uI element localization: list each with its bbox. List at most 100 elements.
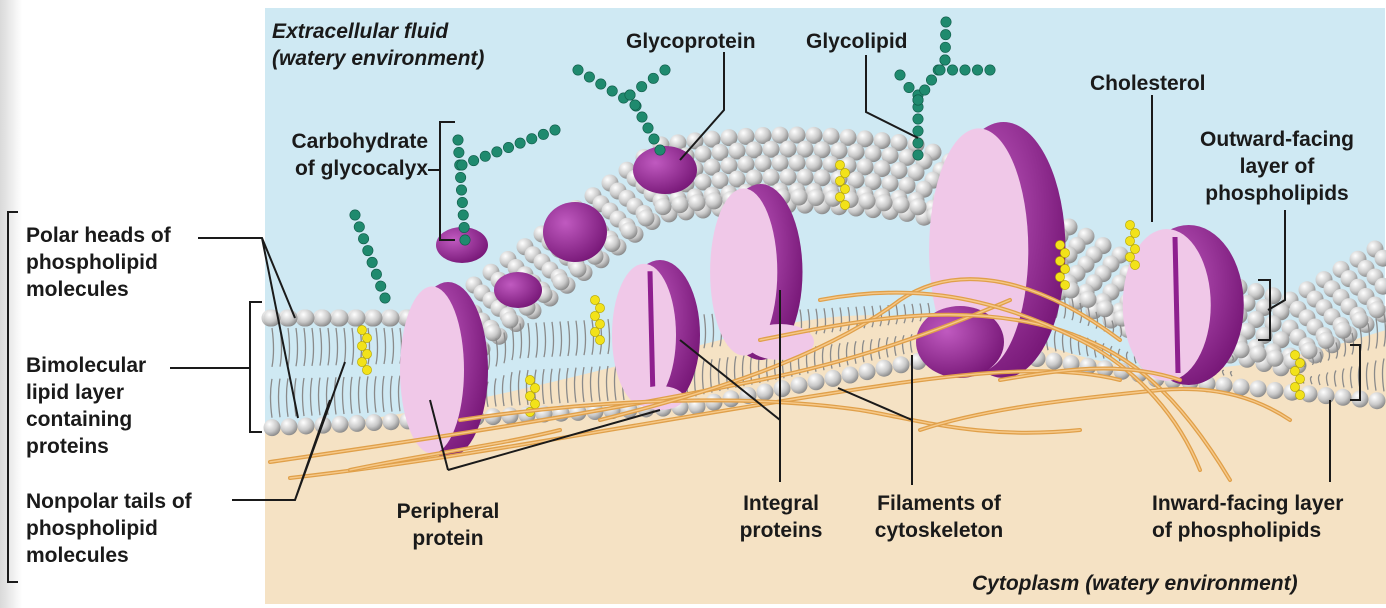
phospholipid-head <box>788 126 806 144</box>
left-margin <box>0 0 22 608</box>
phospholipid-head <box>688 194 706 212</box>
cholesterol-ring <box>590 311 600 321</box>
phospholipid-head <box>858 192 876 210</box>
phospholipid-head <box>1247 283 1265 300</box>
phospholipid-head <box>754 155 772 173</box>
phospholipid-head <box>331 415 349 433</box>
lipid-tail <box>847 306 851 331</box>
cholesterol-ring <box>1055 256 1065 266</box>
phospholipid-head <box>898 176 916 194</box>
label-cholesterol: Cholesterol <box>1090 72 1206 95</box>
lipid-tail <box>391 327 395 364</box>
phospholipid-head <box>745 169 763 187</box>
phospholipid-head <box>762 140 780 158</box>
lipid-tail <box>1381 358 1385 392</box>
cholesterol-ring <box>1125 252 1135 262</box>
cholesterol-ring <box>1055 240 1065 250</box>
sugar-unit <box>595 78 607 90</box>
phospholipid-head <box>756 383 774 401</box>
lipid-tail <box>1231 355 1235 361</box>
lipid-tail <box>503 332 507 364</box>
lipid-tail <box>1119 324 1123 338</box>
phospholipid-head <box>1249 380 1267 398</box>
lipid-tail <box>543 322 547 358</box>
phospholipid-head <box>881 146 899 164</box>
phospholipid-head <box>1374 249 1386 267</box>
lipid-tail <box>1221 369 1225 376</box>
phospholipid-head <box>1351 311 1369 329</box>
sugar-unit <box>358 233 370 245</box>
phospholipid-head <box>720 157 738 175</box>
sugar-unit <box>456 159 468 171</box>
cytoplasm-region <box>265 315 1386 604</box>
sugar-unit <box>375 280 387 292</box>
channel-stripe <box>1172 236 1181 374</box>
phospholipid-head <box>1374 277 1386 295</box>
phospholipid-head <box>348 414 366 432</box>
lipid-tail <box>303 327 307 367</box>
lipid-tail <box>535 322 539 358</box>
cholesterol-molecule <box>1290 350 1305 400</box>
phospholipid-head <box>314 309 332 327</box>
lipid-tail <box>327 327 331 366</box>
lipid-tail <box>1117 348 1121 362</box>
sugar-unit <box>379 292 391 304</box>
phospholipid-head <box>1045 352 1063 370</box>
cholesterol-molecule <box>357 325 372 375</box>
lipid-tail <box>285 378 289 417</box>
sugar-unit <box>479 150 491 162</box>
phospholipid-head <box>1096 300 1114 318</box>
phospholipid-head <box>807 188 825 206</box>
protein-face <box>400 286 464 454</box>
sugar-unit <box>526 133 538 145</box>
sugar-unit <box>502 142 514 154</box>
phospholipid-head <box>830 142 848 160</box>
lipid-tail <box>597 366 601 402</box>
cholesterol-ring <box>595 303 605 313</box>
phospholipid-head <box>694 145 712 163</box>
phospholipid-head <box>728 170 746 188</box>
lipid-tail <box>877 338 881 360</box>
phospholipid-head <box>892 196 910 214</box>
lipid-tail <box>1063 296 1067 319</box>
lipid-tail <box>853 341 857 364</box>
sugar-unit <box>939 54 951 66</box>
phospholipid-head <box>881 174 899 192</box>
phospholipid-head <box>805 126 823 144</box>
lipid-tail <box>1095 311 1099 329</box>
lipid-tail <box>573 367 577 403</box>
lipid-tail <box>607 319 611 355</box>
lipid-tail <box>839 307 843 332</box>
cholesterol-ring <box>525 391 535 401</box>
lipid-tail <box>301 377 305 417</box>
lipid-tail <box>357 376 361 414</box>
phospholipid-head <box>875 194 893 212</box>
sugar-unit <box>934 64 946 76</box>
lipid-tail <box>493 378 497 407</box>
cholesterol-ring <box>1125 236 1135 246</box>
label-peripheral-protein: Peripheral protein <box>396 500 500 550</box>
phospholipid-head <box>737 155 755 173</box>
cholesterol-ring <box>1295 358 1305 368</box>
lipid-tail <box>1317 373 1321 386</box>
phospholipid-head <box>771 154 789 172</box>
lipid-tail <box>559 321 563 357</box>
leader-glycoprotein <box>679 52 725 161</box>
carbohydrate-chain <box>452 124 561 246</box>
sugar-unit <box>583 71 595 83</box>
lipid-tail <box>333 377 337 415</box>
sugar-unit <box>459 234 471 246</box>
lipid-tail <box>1325 372 1329 386</box>
lipid-tail <box>1373 360 1377 391</box>
lipid-tail <box>863 306 867 329</box>
sugar-unit <box>366 256 378 268</box>
phospholipid-head <box>671 196 689 214</box>
lipid-tail <box>541 369 545 405</box>
integral-protein-channel <box>612 260 700 410</box>
sugar-unit <box>362 245 374 257</box>
leader-outward-layer <box>1258 210 1286 341</box>
phospholipid-head <box>1300 342 1318 360</box>
sugar-unit <box>912 125 924 137</box>
sugar-unit <box>468 155 480 167</box>
phospholipid-head <box>822 155 840 173</box>
